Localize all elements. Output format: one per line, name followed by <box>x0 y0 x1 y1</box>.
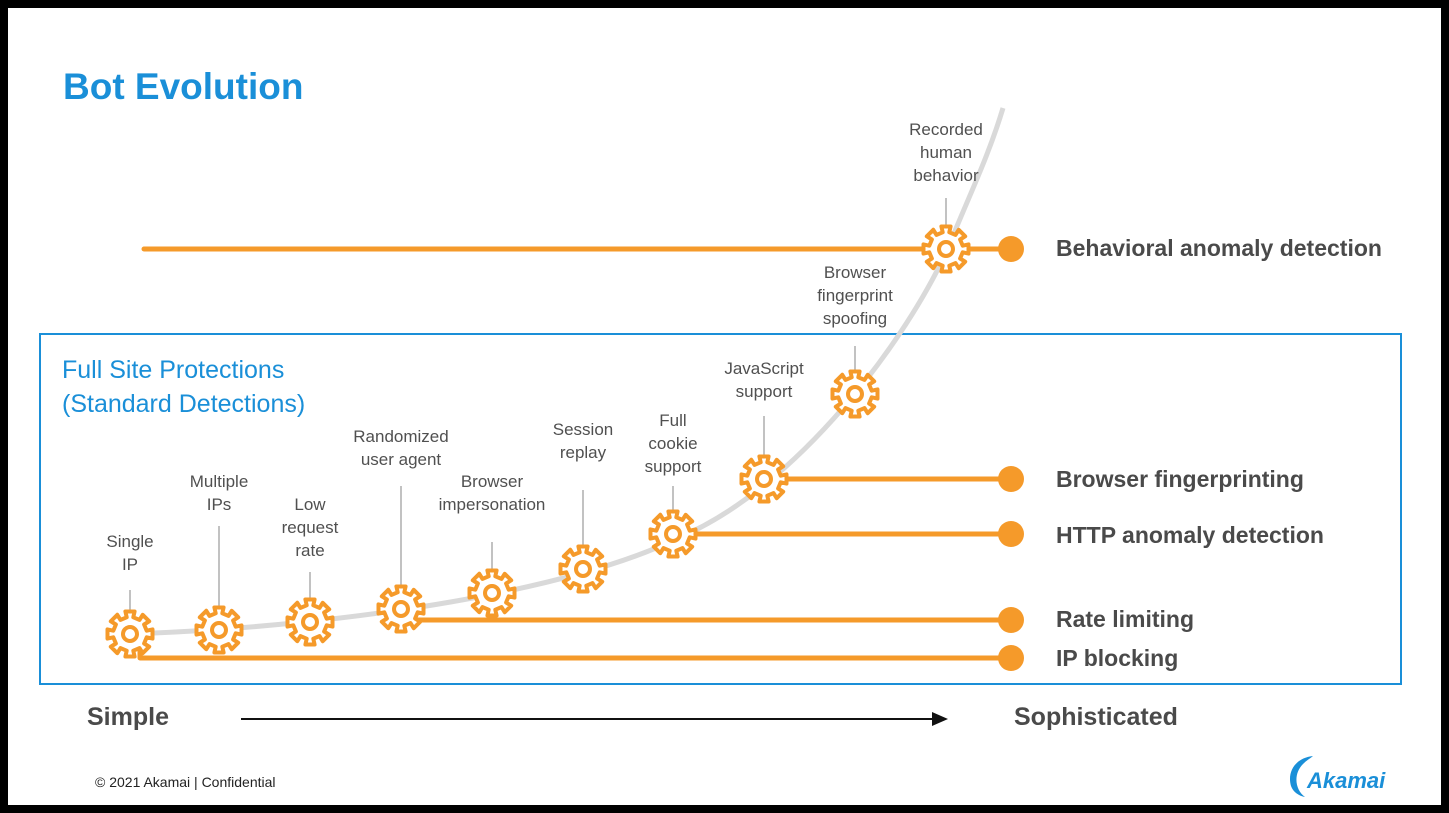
gear-icon <box>376 584 426 634</box>
detection-end-dot <box>998 466 1024 492</box>
gear-icon <box>558 544 608 594</box>
stage-label: JavaScript support <box>724 357 803 403</box>
detection-label-browser-fingerprinting: Browser fingerprinting <box>1056 466 1304 492</box>
stage-label-line: replay <box>559 443 607 462</box>
full-site-protections-line2: (Standard Detections) <box>62 390 306 418</box>
stage-label-line: request <box>281 518 339 537</box>
stage-label: Browser impersonation <box>439 470 546 516</box>
stage-label: Low request rate <box>282 493 339 562</box>
stage-label-line: IPs <box>206 495 232 514</box>
stage-label-line: human <box>920 143 972 162</box>
detection-end-dot <box>998 607 1024 633</box>
stage-label-line: IP <box>121 555 139 574</box>
stage-label-line: impersonation <box>438 495 546 514</box>
bot-evolution-diagram <box>105 107 1024 726</box>
detection-end-dot <box>998 645 1024 671</box>
stage-label-line: Low <box>294 495 326 514</box>
stage-label: Full cookie support <box>645 409 702 478</box>
slide-title: Bot Evolution <box>63 66 304 107</box>
stage-label-line: Browser <box>460 472 524 491</box>
detection-label-behavioral-anomaly: Behavioral anomaly detection <box>1056 235 1382 261</box>
detection-end-dot <box>998 521 1024 547</box>
stage-label-line: Multiple <box>189 472 249 491</box>
progress-arrowhead <box>932 712 948 726</box>
stage-label-line: Randomized <box>353 427 449 446</box>
stage-label-line: behavior <box>913 166 979 185</box>
stage-label-line: support <box>644 457 702 476</box>
detection-label-ip-blocking: IP blocking <box>1056 645 1179 671</box>
full-site-protections-title: Full Site Protections (Standard Detectio… <box>62 353 305 421</box>
gear-icon <box>648 509 698 559</box>
stage-label: Browser fingerprint spoofing <box>817 261 893 330</box>
gear-icon <box>194 605 244 655</box>
slide: Bot Evolution Full Site Protections (Sta… <box>8 8 1441 805</box>
stage-label-line: Single <box>106 532 154 551</box>
stage-label-line: cookie <box>648 434 698 453</box>
stage-label: Recorded human behavior <box>909 118 983 187</box>
axis-label-simple: Simple <box>87 703 169 731</box>
full-site-protections-box <box>39 333 1402 685</box>
akamai-logo: Akamai <box>1283 750 1403 800</box>
footer-copyright: © 2021 Akamai | Confidential <box>95 774 276 790</box>
gear-icon <box>285 597 335 647</box>
gear-icon <box>467 568 517 618</box>
stage-label-line: spoofing <box>822 309 888 328</box>
akamai-wave-icon <box>1289 756 1313 797</box>
stage-label: Randomized user agent <box>353 425 448 471</box>
stage-label-line: support <box>735 382 793 401</box>
axis-label-sophisticated: Sophisticated <box>1014 703 1178 731</box>
detection-label-rate-limiting: Rate limiting <box>1056 606 1195 632</box>
gear-icon <box>739 454 789 504</box>
stage-label-line: Recorded <box>909 120 983 139</box>
akamai-logo-text: Akamai <box>1307 768 1386 793</box>
stage-label-line: Browser <box>823 263 887 282</box>
detection-label-http-anomaly: HTTP anomaly detection <box>1056 522 1324 548</box>
full-site-protections-line1: Full Site Protections <box>62 356 285 384</box>
detection-end-dot <box>998 236 1024 262</box>
stage-label-line: Full <box>659 411 687 430</box>
stage-label: Session replay <box>553 418 613 464</box>
gear-icon <box>105 609 155 659</box>
stage-label-line: JavaScript <box>724 359 804 378</box>
gear-icon <box>830 369 880 419</box>
stage-label-line: Session <box>552 420 614 439</box>
stage-label-line: rate <box>295 541 325 560</box>
stage-label-line: user agent <box>360 450 442 469</box>
gear-icon <box>921 224 971 274</box>
stage-label-line: fingerprint <box>817 286 893 305</box>
